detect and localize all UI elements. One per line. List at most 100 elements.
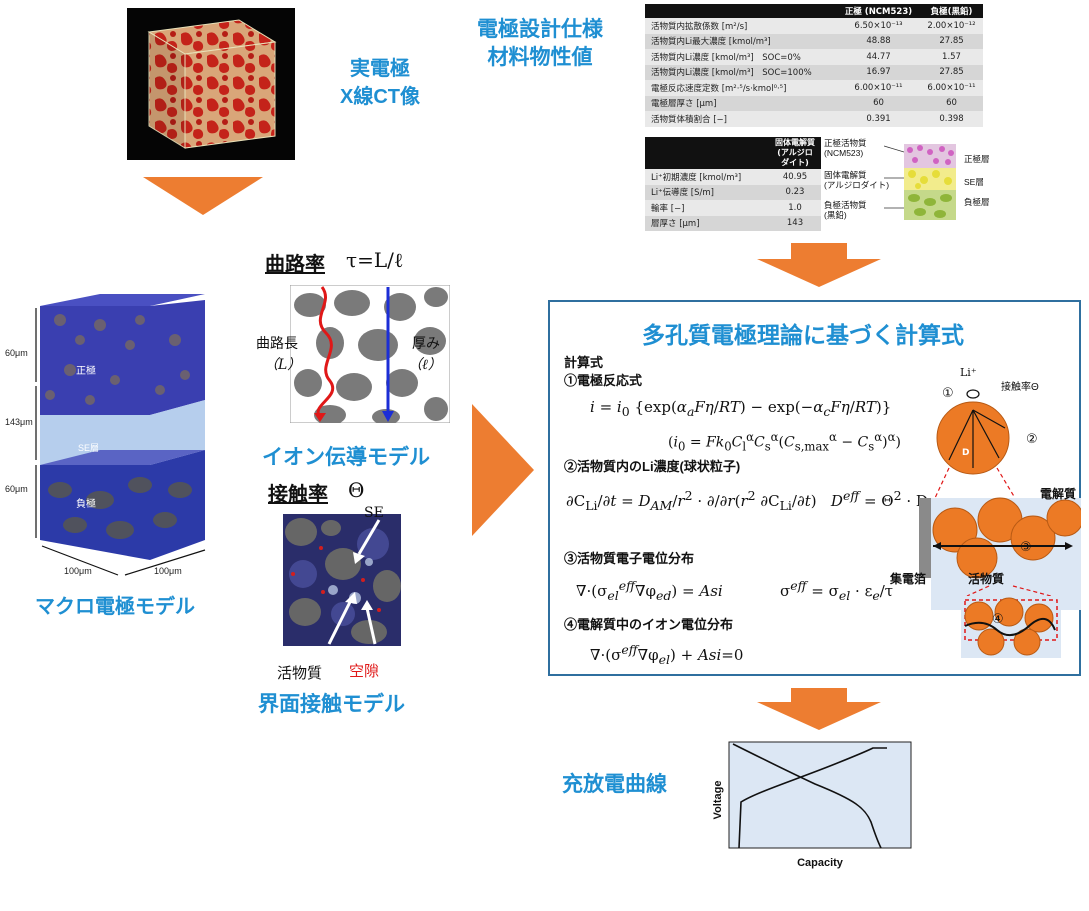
eq1-title: ①電極反応式 — [564, 373, 643, 388]
macro-label-anode: 負極 — [76, 499, 96, 510]
macro-electrode-model — [35, 294, 206, 576]
table-cell: 1.57 — [920, 49, 983, 65]
curve-xlabel: Capacity — [797, 857, 844, 869]
tortuosity-length-symbol: （L） — [264, 357, 302, 373]
table-cell: 輸率 [−] — [645, 200, 769, 216]
eq2-formula: ∂CLi/∂t = DAM/r2 · ∂/∂r(r2 ∂CLi/∂t) Deff… — [566, 488, 928, 513]
spec-table-materials: 正極 (NCM523) 負極(黒鉛) 活物質内拡散係数 [m²/s]6.50×1… — [645, 4, 983, 127]
eq4-formula: ∇·(σeff∇φel) + Asi=0 — [590, 642, 744, 667]
contact-rate-label: 接触率Θ — [1001, 382, 1039, 393]
ct-title: 実電極 X線CT像 — [330, 55, 430, 111]
arrow-down-theory — [757, 688, 881, 730]
curve-ylabel: Voltage — [712, 781, 724, 820]
tortuosity-thickness-label: 厚み — [412, 335, 440, 351]
current-collector-label: 集電箔 — [890, 572, 927, 586]
table-cell: 6.50×10⁻¹³ — [837, 18, 920, 34]
se-table-header-se: 固体電解質 (アルジロダイト) — [769, 137, 821, 169]
table-cell: 2.00×10⁻¹² — [920, 18, 983, 34]
table-cell: 電極反応速度定数 [m²·⁵/s·kmol⁰·⁵] — [645, 80, 837, 96]
contact-image — [283, 514, 401, 646]
table-cell: Li⁺初期濃度 [kmol/m³] — [645, 169, 769, 185]
calc-label: 計算式 — [564, 355, 604, 370]
marker-3: ③ — [1020, 540, 1032, 555]
interface-contact-caption: 界面接触モデル — [258, 693, 405, 716]
marker-1: ① — [942, 386, 954, 401]
table-cell: 1.0 — [769, 200, 821, 216]
spec-title: 電極設計仕様 材料物性値 — [470, 16, 610, 72]
arrow-down-ct — [143, 177, 263, 215]
table-cell: 143 — [769, 215, 821, 231]
table-cell: 6.00×10⁻¹¹ — [920, 80, 983, 96]
spec-table-header-anode: 負極(黒鉛) — [920, 4, 983, 18]
table-cell: 0.391 — [837, 111, 920, 127]
contact-void-label: 空隙 — [349, 663, 380, 680]
active-material-label: 活物質 — [968, 572, 1005, 586]
contact-title: 接触率 — [268, 484, 328, 506]
table-cell: 16.97 — [837, 64, 920, 80]
table-row: Li⁺初期濃度 [kmol/m³]40.95 — [645, 169, 821, 185]
eq1-subformula: (i0 = Fk0ClαCsα(Cs,maxα − Csα)α) — [668, 430, 901, 454]
marker-2: ② — [1026, 432, 1038, 447]
spec-title-line1: 電極設計仕様 — [477, 18, 603, 41]
contact-active-label: 活物質 — [277, 665, 323, 682]
ct-title-line1: 実電極 — [350, 58, 410, 80]
table-cell: 27.85 — [920, 33, 983, 49]
tortuosity-title: 曲路率 — [265, 254, 325, 276]
theory-title: 多孔質電極理論に基づく計算式 — [642, 322, 964, 348]
tortuosity-length-label: 曲路長 — [256, 335, 298, 351]
label-solid-electrolyte: 固体電解質 (アルジロダイト) — [824, 170, 890, 190]
spec-title-line2: 材料物性値 — [487, 46, 593, 69]
spec-table-header-cathode: 正極 (NCM523) — [837, 4, 920, 18]
table-cell: 48.88 — [837, 33, 920, 49]
macro-dim-bot: 60μm — [5, 484, 28, 494]
spec-table-electrolyte: 固体電解質 (アルジロダイト) Li⁺初期濃度 [kmol/m³]40.95 L… — [645, 137, 821, 231]
sigma-eff-formula: σeff = σel · εe/τ — [780, 578, 894, 603]
table-cell: 活物質体積割合 [−] — [645, 111, 837, 127]
table-cell: 0.23 — [769, 184, 821, 200]
ion-conduction-caption: イオン伝導モデル — [262, 446, 430, 469]
diffusion-label: D — [962, 448, 970, 458]
macro-dim-y: 100μm — [154, 566, 182, 576]
table-cell: 活物質内Li最大濃度 [kmol/m³] — [645, 33, 837, 49]
macro-dim-top: 60μm — [5, 348, 28, 358]
macro-caption: マクロ電極モデル — [35, 596, 195, 618]
table-cell: 0.398 — [920, 111, 983, 127]
eq2-title: ②活物質内のLi濃度(球状粒子) — [564, 459, 741, 474]
table-cell: 活物質内Li濃度 [kmol/m³] SOC=100% — [645, 64, 837, 80]
arrow-down-spec — [757, 243, 881, 287]
theory-box: 多孔質電極理論に基づく計算式 計算式 ①電極反応式 i = i0 {exp(αa… — [548, 300, 1081, 676]
contact-se-label: SE — [364, 505, 384, 521]
table-row: 輸率 [−]1.0 — [645, 200, 821, 216]
layer-stack-graphic — [884, 144, 956, 220]
charge-discharge-plot: Voltage Capacity — [712, 741, 912, 869]
tortuosity-thickness-symbol: （ℓ） — [408, 357, 442, 373]
table-cell: 活物質内Li濃度 [kmol/m³] SOC=0% — [645, 49, 837, 65]
tortuosity-image — [290, 285, 450, 423]
electrolyte-label: 電解質 — [1040, 487, 1077, 501]
se-table-header-0 — [645, 137, 769, 169]
table-cell: 活物質内拡散係数 [m²/s] — [645, 18, 837, 34]
table-cell: 層厚さ [μm] — [645, 215, 769, 231]
table-row: 層厚さ [μm]143 — [645, 215, 821, 231]
ct-title-line2: X線CT像 — [340, 86, 420, 108]
contact-symbol: Θ — [348, 478, 365, 502]
label-anode-active: 負極活物質 (黒鉛) — [824, 200, 867, 220]
table-cell: 27.85 — [920, 64, 983, 80]
eq4-title: ④電解質中のイオン電位分布 — [564, 617, 734, 632]
marker-4: ④ — [992, 612, 1004, 627]
table-cell: 60 — [837, 95, 920, 111]
table-cell: 6.00×10⁻¹¹ — [837, 80, 920, 96]
curve-title: 充放電曲線 — [562, 773, 667, 796]
macro-dim-x: 100μm — [64, 566, 92, 576]
label-cathode-layer: 正極層 — [964, 154, 990, 164]
table-cell: Li⁺伝導度 [S/m] — [645, 184, 769, 200]
table-row: Li⁺伝導度 [S/m]0.23 — [645, 184, 821, 200]
table-cell: 40.95 — [769, 169, 821, 185]
